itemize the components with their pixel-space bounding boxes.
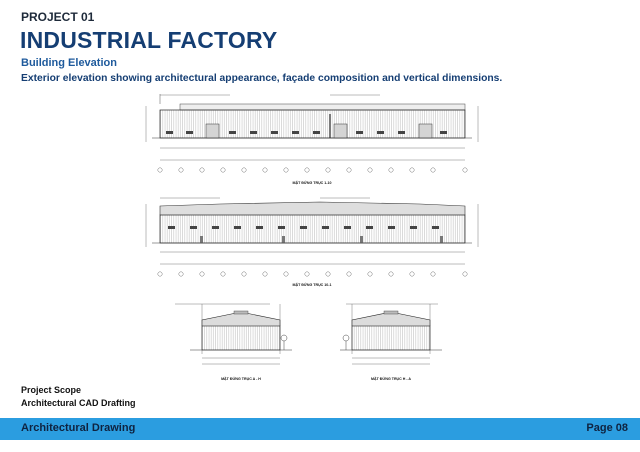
rear-elevation: MẶT ĐỨNG TRỤC 10-1	[145, 197, 479, 287]
project-kicker: PROJECT 01	[21, 10, 95, 24]
rear-window-row	[168, 226, 439, 229]
front-grid-axes	[157, 167, 468, 173]
side-elevation-right: MẶT ĐỨNG TRỤC H - A	[340, 303, 442, 381]
rear-grid-axes	[157, 271, 468, 277]
side-elevation-left-label: MẶT ĐỨNG TRỤC A - H	[221, 376, 261, 381]
front-elevation: MẶT ĐỨNG TRỤC 1-10	[145, 94, 479, 185]
elevation-drawing: MẶT ĐỨNG TRỤC 1-10	[145, 94, 479, 381]
side-elevation-left: MẶT ĐỨNG TRỤC A - H	[175, 303, 292, 381]
page-title: INDUSTRIAL FACTORY	[20, 27, 278, 53]
project-scope-item: Architectural CAD Drafting	[21, 398, 136, 408]
section-subtitle: Building Elevation	[21, 57, 117, 69]
tree-icon	[342, 334, 350, 350]
project-scope-heading: Project Scope	[21, 385, 82, 395]
side-elevation-right-label: MẶT ĐỨNG TRỤC H - A	[371, 376, 411, 381]
rear-elevation-label: MẶT ĐỨNG TRỤC 10-1	[293, 282, 332, 287]
footer-bar: Architectural Drawing Page 08	[0, 418, 640, 440]
front-window-row	[166, 131, 447, 134]
footer-section-label: Architectural Drawing	[21, 422, 136, 434]
section-description: Exterior elevation showing architectural…	[21, 73, 503, 84]
project-scope: Project Scope Architectural CAD Drafting	[21, 384, 136, 410]
front-elevation-label: MẶT ĐỨNG TRỤC 1-10	[293, 180, 332, 185]
page-number: Page 08	[586, 422, 628, 434]
tree-icon	[280, 334, 288, 350]
